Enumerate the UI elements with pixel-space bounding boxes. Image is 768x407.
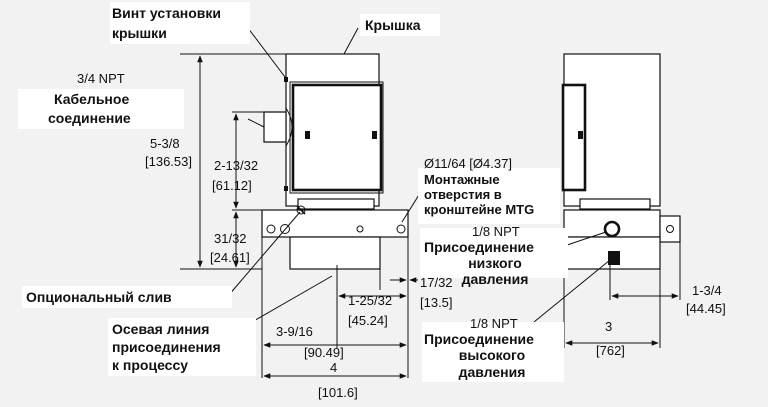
bracket-height-mm: [24.61] (210, 250, 250, 265)
lower-body-front (289, 236, 381, 270)
bracket-hole-right (396, 224, 406, 234)
conduit-flange (285, 107, 293, 147)
half-width-frac: 3-9/16 (276, 324, 313, 339)
leader-high-pressure (533, 259, 611, 323)
dimension-lines (180, 27, 681, 379)
low-pressure-label-1: Присоединение (424, 239, 534, 255)
cover-label: Крышка (365, 17, 421, 33)
mounting-hole-size-label: Ø11/64 [Ø4.37] (424, 156, 512, 171)
side-offset-mm: [44.45] (686, 301, 726, 316)
cover-screw-label-2: крышки (112, 25, 167, 41)
mounting-holes-label-3: кронштейне MTG (424, 202, 534, 217)
upper-height-frac: 2-13/32 (214, 158, 258, 173)
low-pressure-port (603, 220, 621, 238)
high-pressure-label-2: высокого (459, 347, 525, 363)
centerline-label-2: присоединения (112, 339, 221, 355)
dimension-labels: 5-3/8 [136.53] 2-13/32 [61.12] 31/32 [24… (145, 136, 726, 400)
low-pressure-label-3: давления (462, 271, 529, 287)
total-width-mm: [101.6] (318, 385, 358, 400)
center-offset-mm: [45.24] (348, 313, 388, 328)
side-offset-frac: 1-3/4 (692, 283, 722, 298)
drain-fitting-head (296, 205, 306, 215)
center-offset-frac: 1-25/32 (348, 293, 392, 308)
cable-label-1: Кабельное (54, 91, 129, 107)
cable-label-2: соединение (48, 110, 131, 126)
half-width-mm: [90.49] (304, 345, 344, 360)
upper-height-mm: [61.12] (212, 178, 252, 193)
cable-npt-label: 3/4 NPT (77, 71, 125, 86)
neck-side (579, 198, 651, 210)
side-width-mm: [762] (596, 343, 625, 358)
bracket-hole-left (266, 224, 276, 234)
centerline-label-1: Осевая линия (112, 321, 209, 337)
housing-neck (297, 198, 375, 210)
hole-offset-mm: [13.5] (420, 295, 453, 310)
side-view (561, 53, 681, 270)
cover-screw-top (284, 77, 288, 82)
low-pressure-npt-label: 1/8 NPT (472, 224, 520, 239)
mounting-holes-label-1: Монтажные (424, 172, 500, 187)
total-height-mm: [136.53] (145, 154, 192, 169)
side-width-frac: 3 (605, 319, 612, 334)
leader-drain (227, 211, 301, 297)
cable-conduit-boss (263, 111, 287, 143)
drain-port (280, 224, 290, 234)
cover-latch-side (578, 131, 583, 139)
bracket-edge-side (659, 215, 681, 243)
optional-drain-label: Опциональный слив (26, 289, 172, 305)
cover-screw-label-1: Винт установки (112, 5, 221, 21)
front-view (261, 53, 409, 279)
bracket-screw (356, 225, 364, 233)
leader-cover (343, 27, 359, 55)
high-pressure-label-3: давления (459, 364, 526, 380)
hole-offset-frac: 17/32 (420, 275, 453, 290)
mounting-holes-label-2: отверстия в (424, 187, 502, 202)
total-width-frac: 4 (330, 360, 337, 375)
bracket-hole-side (666, 225, 674, 233)
mounting-bracket (261, 209, 409, 238)
leader-cover-screw (247, 27, 286, 78)
cover-screw-bottom (284, 186, 288, 191)
cover-latch-right (372, 131, 377, 139)
high-pressure-port (608, 251, 620, 265)
cover-latch-left (305, 131, 310, 139)
high-pressure-label-1: Присоединение (424, 331, 534, 347)
centerline-label-3: к процессу (112, 357, 188, 373)
total-height-frac: 5-3/8 (150, 136, 180, 151)
cover-side (561, 83, 587, 192)
leader-cable (247, 118, 265, 128)
bracket-height-frac: 31/32 (214, 231, 247, 246)
high-pressure-npt-label: 1/8 NPT (470, 316, 518, 331)
callout-labels: Винт установки крышки Крышка 3/4 NPT Каб… (26, 5, 534, 380)
low-pressure-label-2: низкого (468, 255, 522, 271)
label-backgrounds (18, 2, 568, 382)
